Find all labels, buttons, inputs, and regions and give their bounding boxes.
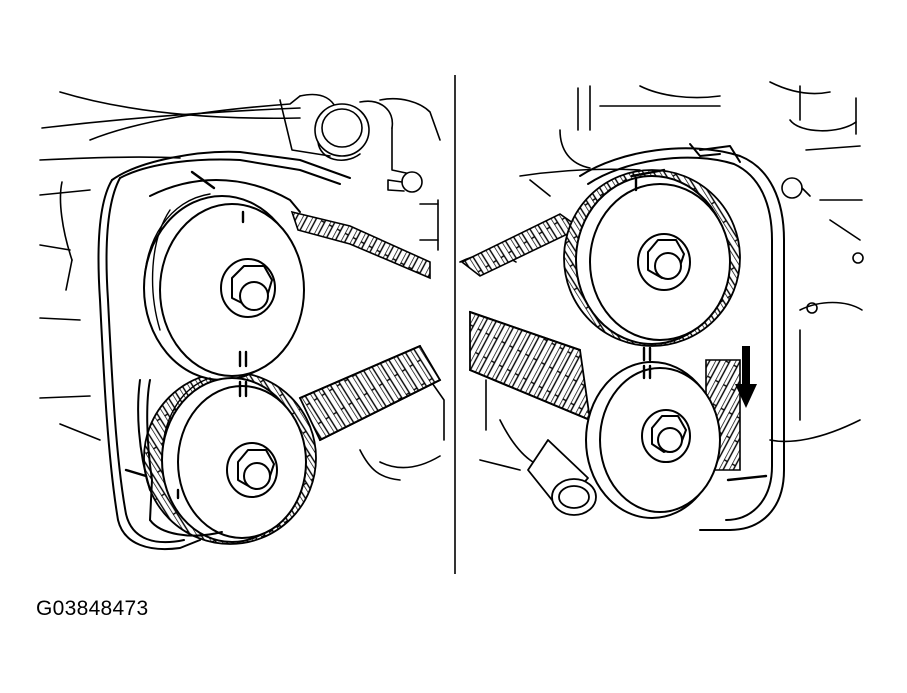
left-stud	[387, 171, 423, 193]
left-lower-pulley	[161, 377, 307, 543]
left-panel	[39, 91, 445, 551]
left-belt-upper-span	[290, 210, 431, 280]
figure-id-label: G03848473	[36, 597, 149, 620]
right-belt-upper-span	[460, 213, 582, 277]
right-upper-pulley	[575, 175, 731, 362]
left-belt-lower-span	[298, 344, 442, 442]
left-oil-filler-cap	[314, 103, 370, 162]
right-lower-pulley	[585, 361, 721, 519]
arrow-down-icon	[735, 346, 757, 408]
left-belt-cover	[97, 150, 351, 551]
right-stud	[781, 177, 811, 199]
right-belt-left-span	[469, 310, 592, 422]
right-panel	[459, 81, 864, 531]
right-small-bolt	[806, 252, 864, 314]
right-dipstick-tube	[527, 439, 597, 516]
left-upper-pulley	[143, 193, 305, 381]
right-engine-block	[459, 81, 863, 471]
left-belt-band	[146, 179, 301, 537]
right-belt-cover	[579, 143, 785, 531]
right-belt-marks	[630, 168, 768, 482]
